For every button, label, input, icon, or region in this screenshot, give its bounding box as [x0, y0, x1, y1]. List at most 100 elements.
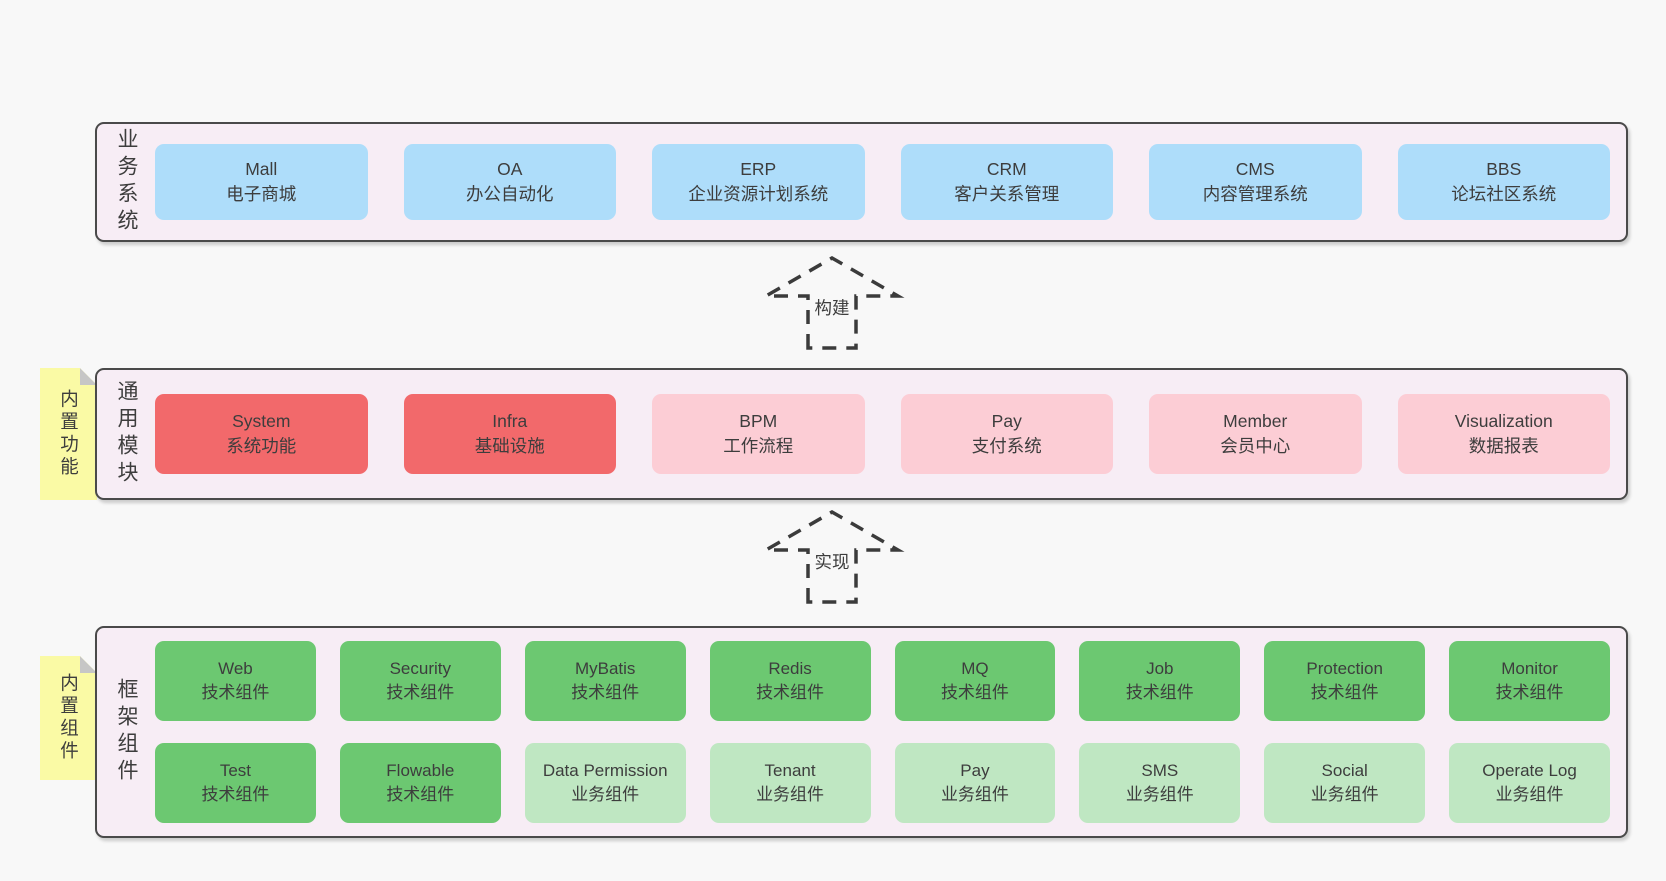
framework-components-label: 框架组件 [115, 678, 138, 786]
box-desc: 业务组件 [1495, 785, 1564, 804]
box-desc: 工作流程 [723, 436, 794, 456]
box-desc: 技术组件 [201, 785, 270, 804]
box-desc: 数据报表 [1468, 436, 1539, 456]
box-name: ERP [740, 159, 777, 179]
box-name: CRM [986, 159, 1027, 179]
box-social: Social 业务组件 [1264, 743, 1426, 823]
box-protection: Protection 技术组件 [1264, 641, 1426, 721]
dashed-up-arrow-icon [759, 255, 905, 350]
box-desc: 技术组件 [201, 683, 270, 702]
box-bbs: BBS 论坛社区系统 [1397, 144, 1610, 220]
built-in-features-tab: 内置功能 [40, 368, 97, 500]
box-desc: 基础设施 [474, 436, 545, 456]
box-name: System [232, 411, 291, 431]
box-name: BBS [1486, 159, 1522, 179]
box-desc: 系统功能 [226, 436, 297, 456]
box-desc: 技术组件 [571, 683, 640, 702]
box-desc: 支付系统 [971, 436, 1042, 456]
box-desc: 电子商城 [226, 184, 297, 204]
box-crm: CRM 客户关系管理 [900, 144, 1113, 220]
box-name: Data Permission [542, 761, 668, 780]
box-desc: 技术组件 [756, 683, 825, 702]
box-name: Security [389, 659, 452, 678]
box-name: Operate Log [1482, 761, 1577, 780]
box-desc: 办公自动化 [466, 184, 554, 204]
box-name: Monitor [1501, 659, 1558, 678]
box-name: Pay [960, 761, 990, 780]
box-monitor: Monitor 技术组件 [1449, 641, 1610, 721]
box-data-permission: Data Permission 业务组件 [524, 743, 686, 823]
box-name: Social [1321, 761, 1368, 780]
box-desc: 业务组件 [756, 785, 825, 804]
box-desc: 会员中心 [1220, 436, 1291, 456]
box-infra: Infra 基础设施 [403, 394, 616, 474]
box-desc: 业务组件 [571, 785, 640, 804]
box-pay: Pay 业务组件 [894, 743, 1056, 823]
box-mq: MQ 技术组件 [894, 641, 1056, 721]
business-systems-panel: 业务系统 Mall 电子商城 OA 办公自动化 ERP 企业资源计划系统 CRM 客户关系管理… [95, 122, 1628, 242]
box-web: Web 技术组件 [155, 641, 316, 721]
box-desc: 技术组件 [386, 785, 455, 804]
box-desc: 技术组件 [1495, 683, 1564, 702]
box-name: OA [497, 159, 523, 179]
box-desc: 企业资源计划系统 [688, 184, 829, 204]
business-systems-boxes: Mall 电子商城 OA 办公自动化 ERP 企业资源计划系统 CRM 客户关系管理 CMS 内容… [155, 144, 1626, 220]
box-desc: 客户关系管理 [954, 184, 1060, 204]
dashed-up-arrow-icon [759, 509, 905, 604]
box-desc: 技术组件 [940, 683, 1009, 702]
box-name: Mall [245, 159, 278, 179]
box-desc: 内容管理系统 [1202, 184, 1308, 204]
box-job: Job 技术组件 [1079, 641, 1241, 721]
box-desc: 技术组件 [386, 683, 455, 702]
build-arrow-label: 构建 [811, 294, 853, 321]
box-name: CMS [1235, 159, 1275, 179]
box-bpm: BPM 工作流程 [652, 394, 865, 474]
implement-arrow: 实现 [752, 506, 912, 606]
box-name: MQ [961, 659, 989, 678]
box-tenant: Tenant 业务组件 [709, 743, 871, 823]
box-name: Job [1146, 659, 1174, 678]
box-name: Redis [768, 659, 812, 678]
box-visualization: Visualization 数据报表 [1397, 394, 1610, 474]
box-cms: CMS 内容管理系统 [1149, 144, 1362, 220]
box-security: Security 技术组件 [339, 641, 501, 721]
box-system: System 系统功能 [155, 394, 368, 474]
built-in-components-tab-label: 内置组件 [58, 673, 80, 763]
box-name: Protection [1306, 659, 1383, 678]
box-oa: OA 办公自动化 [403, 144, 616, 220]
box-test: Test 技术组件 [155, 743, 316, 823]
box-erp: ERP 企业资源计划系统 [652, 144, 865, 220]
common-modules-label: 通用模块 [115, 380, 138, 488]
box-desc: 论坛社区系统 [1451, 184, 1557, 204]
business-systems-label: 业务系统 [115, 128, 138, 236]
box-name: BPM [739, 411, 778, 431]
box-name: Web [218, 659, 253, 678]
box-member: Member 会员中心 [1149, 394, 1362, 474]
box-name: Test [219, 761, 252, 780]
box-name: Tenant [764, 761, 816, 780]
box-desc: 技术组件 [1125, 683, 1194, 702]
build-arrow: 构建 [752, 252, 912, 352]
box-name: SMS [1141, 761, 1179, 780]
box-desc: 业务组件 [940, 785, 1009, 804]
box-operate-log: Operate Log 业务组件 [1449, 743, 1610, 823]
built-in-features-tab-label: 内置功能 [58, 389, 80, 479]
box-name: Visualization [1454, 411, 1553, 431]
box-mall: Mall 电子商城 [155, 144, 368, 220]
box-name: Member [1223, 411, 1288, 431]
box-desc: 业务组件 [1310, 785, 1379, 804]
box-name: Infra [492, 411, 528, 431]
implement-arrow-label: 实现 [811, 548, 853, 575]
box-desc: 技术组件 [1310, 683, 1379, 702]
